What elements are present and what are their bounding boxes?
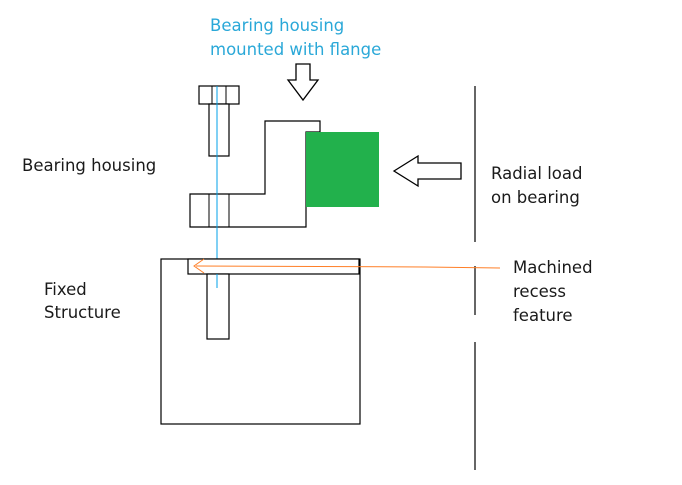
radial-load-label-line2: on bearing — [491, 188, 580, 207]
tapped-hole — [206, 273, 230, 340]
recess-leader-line — [195, 265, 501, 269]
recess-label-line1: Machined — [513, 258, 593, 277]
recess-label-line2: recess — [513, 282, 566, 301]
recess-label-line3: feature — [513, 306, 573, 325]
bolt-shank — [208, 103, 230, 157]
recess-leader-arrowhead — [193, 258, 205, 274]
left-arrow-icon — [392, 154, 462, 188]
radial-load-label-line1: Radial load — [491, 164, 582, 183]
fixed-structure-label-line2: Structure — [44, 303, 121, 322]
fixed-structure-label-line1: Fixed — [44, 280, 87, 299]
bolt-head — [198, 85, 240, 105]
fixed-structure — [160, 258, 361, 425]
bearing — [306, 132, 379, 207]
flange-label-line2: mounted with flange — [210, 40, 381, 59]
flange-label-line1: Bearing housing — [210, 16, 344, 35]
bearing-housing-label: Bearing housing — [22, 156, 156, 175]
down-arrow-icon — [286, 63, 320, 102]
